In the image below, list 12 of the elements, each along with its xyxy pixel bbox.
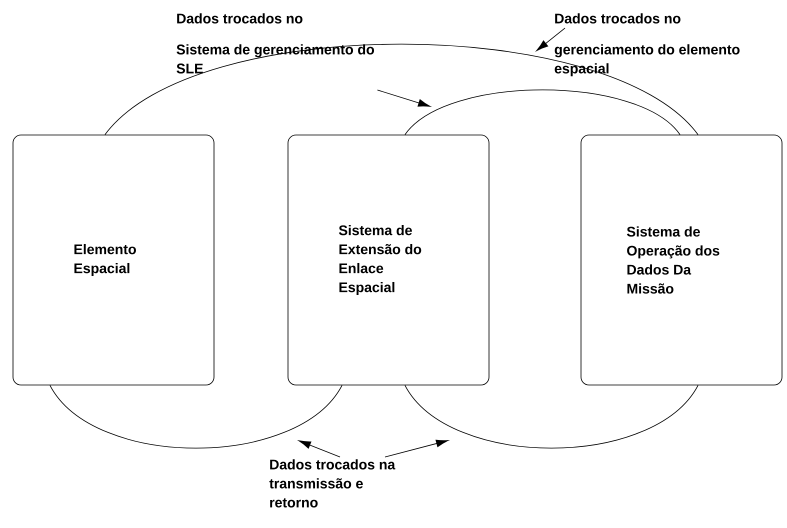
connector-arc	[50, 385, 342, 448]
system-box: Sistema de Extensão do Enlace Espacial	[288, 134, 490, 386]
leader-line	[384, 440, 448, 458]
connector-arc	[104, 44, 698, 135]
leader-line	[298, 440, 340, 458]
connector-arc	[404, 90, 680, 135]
leader-line	[377, 90, 430, 107]
system-box: Elemento Espacial	[12, 134, 214, 386]
connector-arc	[404, 385, 698, 448]
annotation-text: Dados trocados na transmissão e retorno	[269, 459, 396, 508]
system-box: Sistema de Operação dos Dados Da Missão	[580, 134, 782, 386]
leader-line	[536, 28, 566, 52]
